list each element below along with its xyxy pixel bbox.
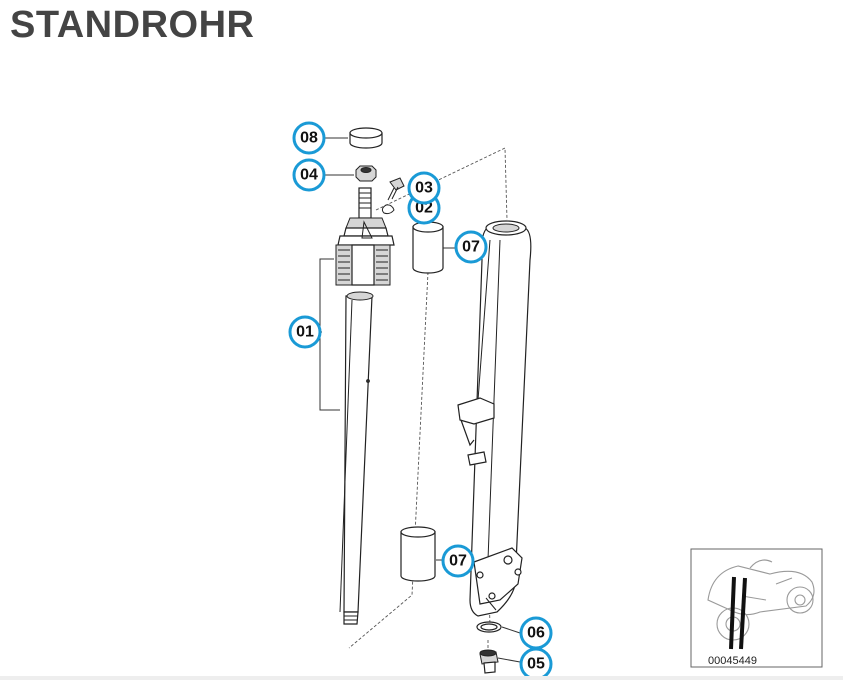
svg-text:03: 03	[415, 180, 433, 197]
part-bushing-upper	[412, 221, 444, 274]
svg-text:07: 07	[449, 553, 467, 570]
part-bushing-lower	[400, 526, 436, 582]
callout-07-lower[interactable]: 07	[441, 544, 475, 578]
part-nut	[355, 165, 377, 182]
part-cap	[349, 127, 383, 149]
callout-03[interactable]: 03	[407, 171, 441, 205]
part-drain-screw	[479, 649, 499, 674]
part-seal-ring	[476, 621, 502, 633]
motorcycle-thumbnail: 00045449	[690, 548, 823, 668]
page-title: STANDROHR	[10, 4, 255, 46]
part-fork-top-assembly	[335, 187, 395, 286]
callout-08[interactable]: 08	[292, 121, 326, 155]
part-fork-slider	[457, 220, 532, 617]
svg-text:08: 08	[300, 130, 318, 147]
svg-text:07: 07	[462, 239, 480, 256]
page-bottom-divider	[0, 676, 843, 680]
part-screw	[381, 177, 405, 215]
callout-01[interactable]: 01	[288, 315, 322, 349]
part-stanchion-tube	[339, 291, 374, 625]
callout-04[interactable]: 04	[292, 158, 326, 192]
svg-text:04: 04	[300, 167, 318, 184]
callout-06[interactable]: 06	[519, 616, 553, 650]
thumbnail-code: 00045449	[708, 655, 757, 667]
svg-text:06: 06	[527, 625, 545, 642]
svg-text:05: 05	[527, 656, 545, 673]
callout-07-upper[interactable]: 07	[454, 230, 488, 264]
svg-text:01: 01	[296, 324, 314, 341]
callout-05[interactable]: 05	[519, 647, 553, 680]
